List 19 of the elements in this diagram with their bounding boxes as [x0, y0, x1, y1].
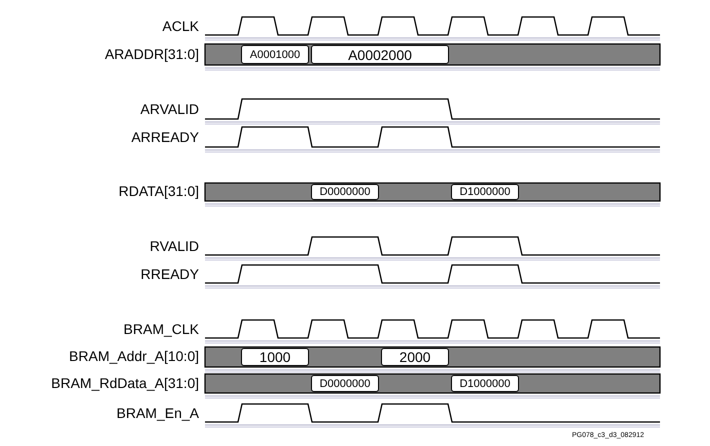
bus-value: 2000 [381, 348, 449, 366]
bus-value: A0002000 [311, 45, 449, 64]
bus-value: D0000000 [311, 375, 379, 392]
signal-name: RVALID [150, 238, 199, 254]
signal-name: BRAM_En_A [116, 405, 199, 421]
signal-name: BRAM_RdData_A[31:0] [51, 375, 199, 391]
bus-value: A0001000 [241, 45, 309, 64]
signal-name: ARVALID [140, 101, 199, 117]
bus-value: 1000 [241, 348, 309, 366]
signal-name: BRAM_Addr_A[10:0] [69, 348, 199, 364]
bus-value: D1000000 [451, 375, 519, 392]
bus-value: D1000000 [451, 184, 519, 200]
signal-name: ARREADY [131, 129, 199, 145]
signal-name: BRAM_CLK [124, 321, 199, 337]
signal-name: RREADY [140, 266, 199, 282]
signal-name: ARADDR[31:0] [104, 46, 199, 62]
signal-name: ACLK [162, 18, 199, 34]
signal-name: RDATA[31:0] [118, 183, 199, 199]
bus-value: D0000000 [311, 184, 379, 200]
